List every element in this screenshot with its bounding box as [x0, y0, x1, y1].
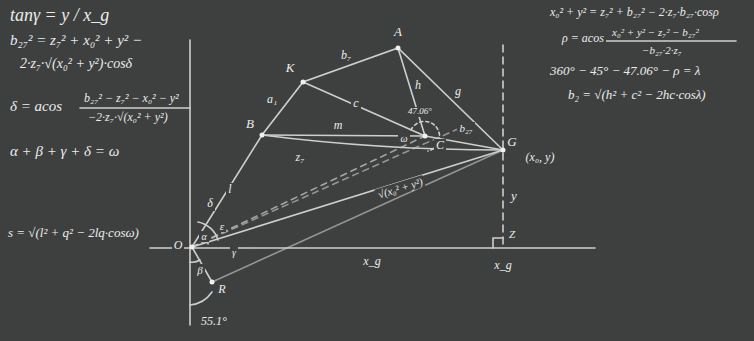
linkage-outline: [192, 48, 503, 247]
fraction-bar: [606, 40, 736, 42]
point-label: B: [244, 117, 256, 131]
formula: x₀² + y² = z₇² + b₂₇² − 2·z₇·b₂₇·cosρ: [548, 6, 721, 19]
joint: [260, 133, 265, 138]
link-z7: [262, 135, 503, 150]
link-label: c: [351, 97, 360, 110]
link-label: m: [332, 119, 345, 132]
joint: [210, 280, 215, 285]
fraction-bar: [80, 107, 190, 109]
angle-label: γ: [230, 247, 238, 258]
point-label: (x₀, y): [524, 151, 557, 164]
point-label: A: [392, 25, 404, 39]
angle-label: α: [199, 231, 208, 242]
hypotenuse: [192, 150, 503, 247]
angle-arc: [190, 292, 212, 305]
formula: 2·z₇·√(x₀² + y²)·cosδ: [18, 56, 134, 71]
link-label: z₇: [294, 151, 307, 164]
formula: x₀² + y² − z₇² − b₂₇²: [610, 26, 701, 38]
angle-arc: [190, 260, 200, 262]
angle-label: 47.06°: [406, 107, 434, 117]
point-label: C: [434, 139, 446, 152]
link-label: h: [413, 79, 423, 92]
joint: [423, 134, 428, 139]
right-angle: [493, 238, 503, 248]
joint: [301, 80, 306, 85]
formula: α + β + γ + δ = ω: [8, 143, 121, 160]
angle-label: ω: [398, 133, 409, 144]
formula: s = √(l² + q² − 2lq·cosω): [6, 226, 141, 240]
link-label: g: [453, 85, 463, 98]
joint: [396, 46, 401, 51]
dimension: y: [509, 189, 519, 203]
formula: b₂₇² − z₇² − x₀² − y²: [82, 92, 181, 105]
link-label: l: [226, 183, 233, 196]
dashed-line: [192, 128, 460, 247]
link-label: b₇: [339, 49, 353, 62]
formula: −b₂₇·2·z₇: [640, 44, 684, 56]
formula: δ = acos: [8, 98, 64, 115]
formula: b₂ = √(h² + c² − 2hc·cosλ): [566, 88, 708, 102]
link-h: [398, 48, 425, 136]
joint: [190, 245, 195, 250]
vertical-axis: [189, 40, 191, 325]
dimension: x_g: [492, 259, 513, 272]
angle-label: β: [195, 264, 204, 276]
point-label: Z: [507, 228, 517, 240]
formula: b₂₇² = z₇² + x₀² + y² −: [8, 32, 144, 49]
link-q: [192, 247, 212, 282]
point-label: O: [172, 239, 185, 252]
dashed-vertical: [502, 45, 504, 248]
point-label: G: [505, 135, 518, 149]
angle-label: δ: [205, 197, 215, 210]
link-label: √(x₀² + y²): [374, 175, 426, 201]
angle-label: ε: [218, 220, 226, 232]
dimension: x_g: [361, 255, 382, 268]
formula: 360° − 45° − 47.06° − ρ = λ: [548, 64, 702, 78]
horizontal-axis: [150, 247, 595, 249]
dimension: 55.1°: [199, 315, 229, 328]
point-label: K: [284, 61, 297, 75]
formula: ρ = acos: [560, 32, 606, 45]
link-s: [212, 150, 503, 282]
formula: −2·z₇·√(x₀² + y²): [86, 111, 170, 124]
link-label: a₁: [265, 93, 279, 106]
formula: tanγ = y / x_g: [8, 6, 111, 26]
point-label: R: [216, 283, 227, 296]
dashed-line: [192, 136, 425, 247]
link-label: b₂₇: [457, 122, 474, 134]
